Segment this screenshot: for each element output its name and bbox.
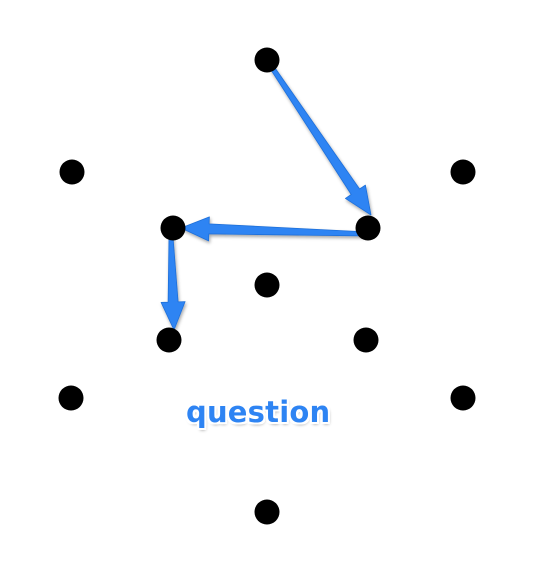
dot-7 bbox=[156, 327, 182, 353]
arrow-1 bbox=[264, 58, 372, 216]
arrow-2 bbox=[180, 216, 369, 242]
dots-layer bbox=[58, 47, 476, 525]
dot-10 bbox=[450, 385, 476, 411]
dot-2 bbox=[59, 159, 85, 185]
arrows-layer bbox=[160, 58, 372, 331]
question-label: question bbox=[186, 395, 331, 429]
dot-11 bbox=[254, 499, 280, 525]
dot-6 bbox=[254, 272, 280, 298]
dot-3 bbox=[450, 159, 476, 185]
dot-4 bbox=[160, 215, 186, 241]
arrow-3 bbox=[160, 236, 186, 331]
dot-1 bbox=[254, 47, 280, 73]
dot-8 bbox=[353, 327, 379, 353]
dot-5 bbox=[355, 215, 381, 241]
dot-9 bbox=[58, 385, 84, 411]
